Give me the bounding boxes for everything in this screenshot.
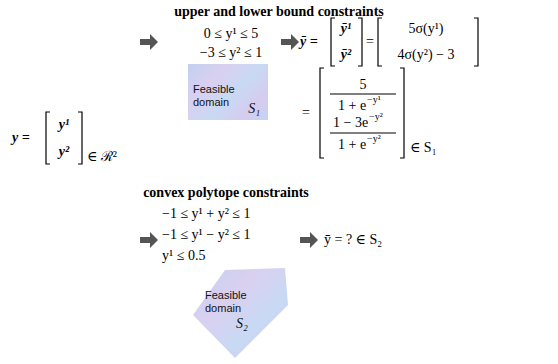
vector-entry: 4σ(y²) − 3 bbox=[398, 48, 455, 62]
fraction-bars bbox=[330, 94, 396, 133]
section-heading: upper and lower bound constraints bbox=[174, 5, 384, 19]
bound-constraint: −3 ≤ y² ≤ 1 bbox=[200, 46, 262, 60]
result-expression: ȳ = ? ∈ S₂ bbox=[324, 233, 382, 247]
polytope-constraint: y¹ ≤ 0.5 bbox=[162, 249, 205, 263]
domain-symbol: S₂ bbox=[236, 316, 248, 332]
bound-constraint: 0 ≤ y¹ ≤ 5 bbox=[204, 27, 259, 41]
feasible-domain-polytope: Feasible domainS₂ bbox=[192, 264, 292, 362]
polytope-constraint: −1 ≤ y¹ − y² ≤ 1 bbox=[162, 228, 251, 242]
vector-entry: 5σ(y¹) bbox=[408, 22, 443, 36]
vector-entry: ȳ¹ bbox=[341, 22, 351, 36]
domain-symbol: S₁ bbox=[248, 101, 260, 117]
fraction-denominator: 1 + e bbox=[338, 99, 366, 113]
math-symbol: y = bbox=[12, 131, 30, 145]
vector-entry: ȳ² bbox=[341, 48, 351, 62]
math-symbol: = bbox=[366, 35, 374, 49]
math-symbol: = bbox=[302, 106, 310, 120]
polytope-constraint: −1 ≤ y¹ + y² ≤ 1 bbox=[162, 207, 251, 221]
fraction-denominator: 1 + e bbox=[338, 138, 366, 152]
arrow-symbols bbox=[140, 34, 318, 248]
math-symbol: ∈ S₁ bbox=[410, 141, 437, 155]
exponent: −y² bbox=[367, 134, 381, 144]
vector-entry: y¹ bbox=[59, 118, 69, 132]
domain-label: Feasible domain bbox=[193, 83, 255, 108]
domain-label: Feasible domain bbox=[205, 289, 267, 314]
fraction-numerator: 1 − 3e bbox=[333, 116, 368, 130]
exponent: −y² bbox=[369, 112, 383, 122]
math-symbol: ∈ ℛ² bbox=[87, 150, 117, 164]
exponent: −y¹ bbox=[367, 95, 381, 105]
feasible-domain-box: Feasible domainS₁ bbox=[188, 64, 268, 120]
section-heading: convex polytope constraints bbox=[143, 186, 309, 200]
math-symbol: ȳ = bbox=[300, 35, 318, 49]
vector-brackets bbox=[46, 18, 478, 164]
vector-entry: y² bbox=[59, 145, 69, 159]
fraction-numerator: 5 bbox=[360, 78, 367, 92]
